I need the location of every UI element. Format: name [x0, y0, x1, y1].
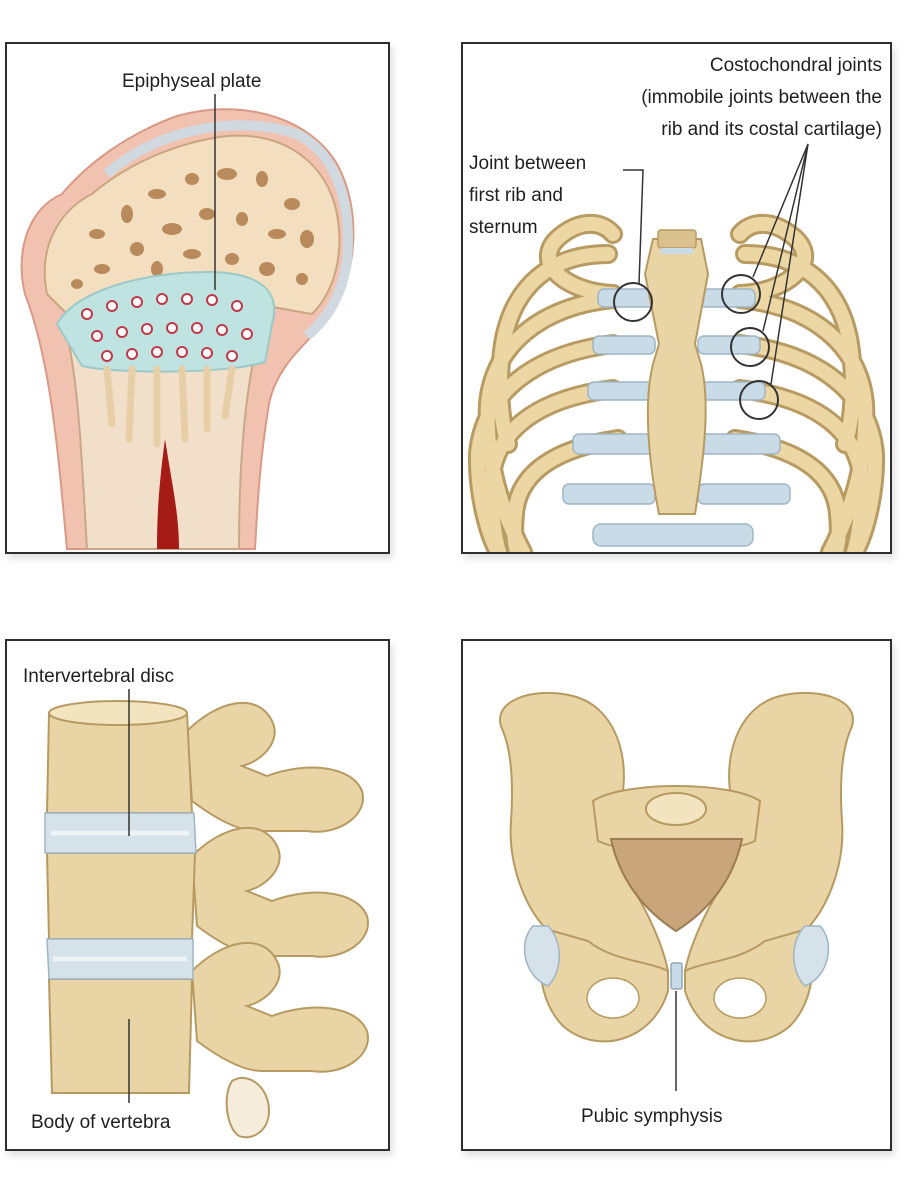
vertebral-bodies [45, 700, 197, 1094]
femur-illustration [20, 94, 355, 550]
vertebrae-illustration [44, 689, 369, 1139]
intervertebral-disc-label: Intervertebral disc [23, 666, 175, 687]
pelvis-illustration [499, 692, 854, 1091]
ribcage-illustration [467, 143, 886, 552]
first-rib-joint-label-line3: sternum [469, 217, 538, 238]
sternum [643, 238, 710, 515]
costochondral-joints-label: Costochondral joints [709, 55, 882, 76]
epiphyseal-plate-panel: Epiphyseal plate [5, 42, 390, 554]
ribcage-leaders [623, 143, 809, 385]
spongy-bone-pores [71, 168, 314, 289]
joint-circles [613, 274, 779, 420]
pubic-symphysis-label: Pubic symphysis [581, 1106, 723, 1127]
first-rib-joint-label-line2: first rib and [469, 185, 563, 206]
chondrocytes [81, 293, 253, 362]
body-of-vertebra-label: Body of vertebra [31, 1112, 171, 1133]
ribcage-panel: Costochondral joints (immobile joints be… [461, 42, 892, 554]
vertebrae-panel: Intervertebral disc Body of vertebra [5, 639, 390, 1151]
first-rib-joint-label-line1: Joint between [469, 153, 587, 174]
pubic-symphysis-cartilage [670, 962, 683, 990]
sacrum [609, 838, 744, 933]
costochondral-desc-line2: rib and its costal cartilage) [661, 119, 882, 140]
epiphyseal-plate-label: Epiphyseal plate [122, 71, 262, 92]
costochondral-desc-line1: (immobile joints between the [641, 87, 882, 108]
pelvis-panel: Pubic symphysis [461, 639, 892, 1151]
